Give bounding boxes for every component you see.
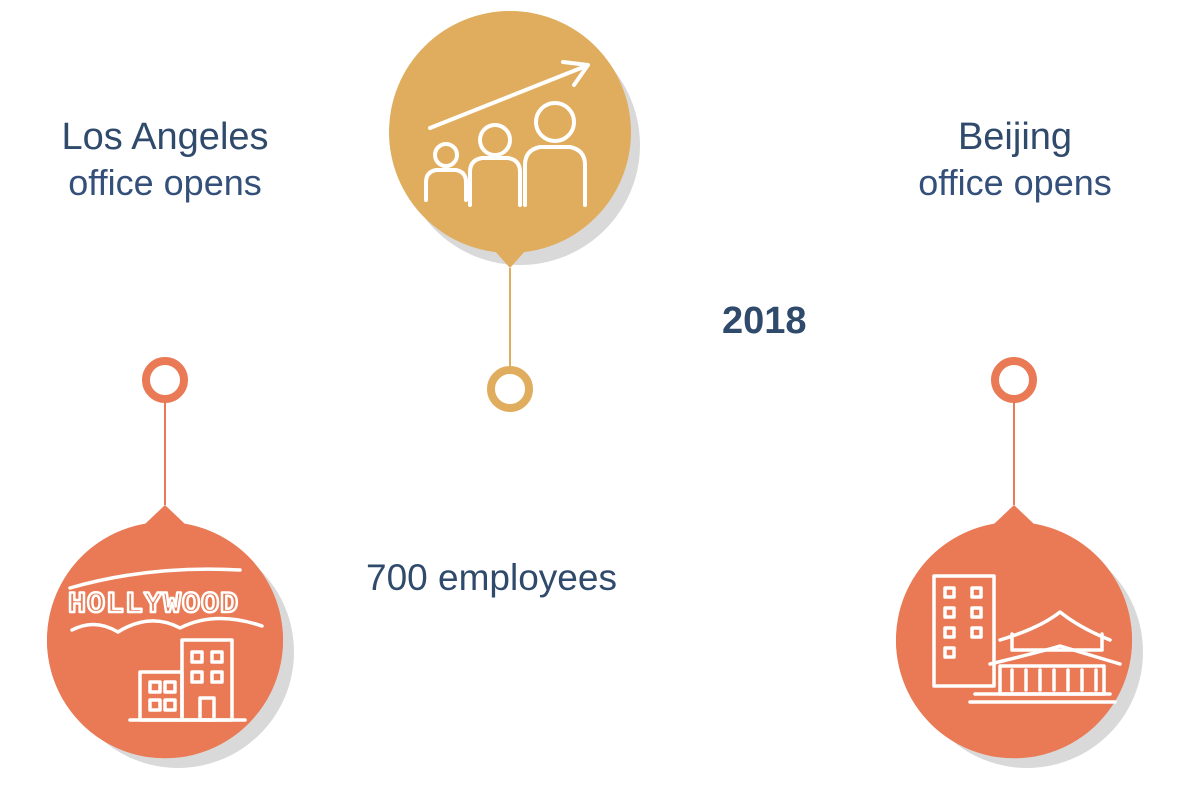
growing-team-icon [424, 60, 590, 207]
la-subtitle: office opens [68, 161, 262, 203]
beijing-subtitle: office opens [918, 161, 1112, 203]
beijing-palace-icon [932, 574, 1122, 704]
employees-text: 700 employees [366, 557, 617, 599]
hollywood-letters: HOLLYWOOD [68, 588, 239, 622]
la-marker-ring [142, 357, 188, 403]
beijing-milestone-text: Beijing office opens [880, 115, 1150, 204]
la-marker-disc [47, 522, 283, 758]
employees-label: employees [438, 557, 617, 598]
employees-count: 700 [366, 557, 428, 598]
la-title: Los Angeles [61, 116, 269, 158]
la-milestone-text: Los Angeles office opens [40, 115, 290, 204]
growth-marker-ring [487, 366, 533, 412]
beijing-marker-ring [991, 357, 1037, 403]
hollywood-sign-icon: HOLLYWOOD [67, 567, 264, 722]
beijing-marker-disc [896, 522, 1132, 758]
beijing-title: Beijing [957, 116, 1073, 158]
year-label: 2018 [722, 300, 807, 342]
